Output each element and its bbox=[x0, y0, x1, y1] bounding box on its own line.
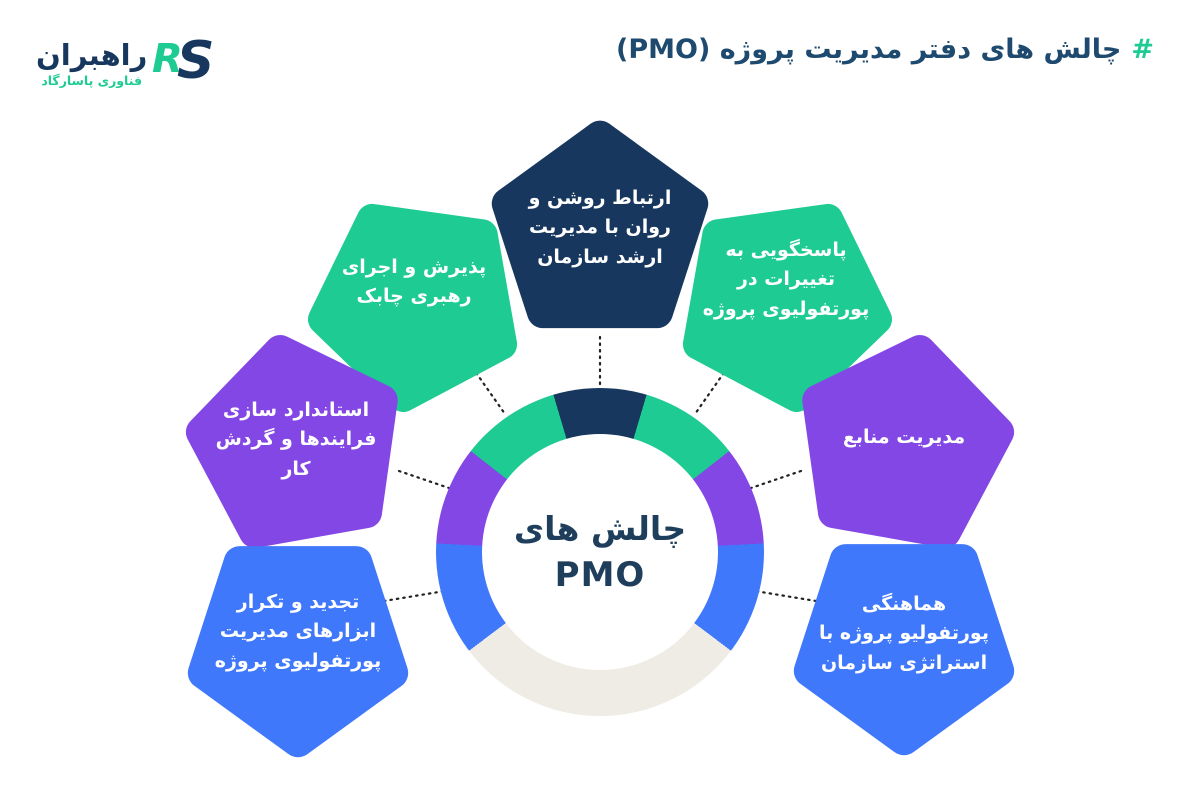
hash-icon: # bbox=[1131, 34, 1154, 65]
pentagon-resource-management: مدیریت منابع bbox=[792, 328, 1016, 552]
connector-right bbox=[749, 469, 803, 490]
page-title-text: چالش های دفتر مدیریت پروژه (PMO) bbox=[616, 34, 1122, 65]
pentagon-label-line: پاسخگویی به bbox=[725, 238, 847, 261]
pentagon-label-line: پورتفولیو پروژه با bbox=[819, 622, 989, 645]
logo-tagline: فناوری پاسارگاد bbox=[41, 73, 143, 89]
pentagon-label-line: استراتژی سازمان bbox=[820, 651, 988, 674]
pentagon-label-line: ارشد سازمان bbox=[537, 245, 663, 268]
page-title: # چالش های دفتر مدیریت پروژه (PMO) bbox=[616, 34, 1154, 65]
pentagon-shape bbox=[307, 203, 518, 412]
pentagon-label-line: تغییرات در bbox=[736, 268, 836, 291]
connector-left bbox=[397, 469, 451, 490]
donut-center: چالش های PMO bbox=[482, 434, 718, 670]
pentagon-shape bbox=[682, 203, 893, 412]
logo-letter-r: R bbox=[152, 36, 183, 82]
pentagon-label: تجدید و تکرار ابزارهای مدیریت پورتفولیوی… bbox=[183, 517, 413, 747]
pentagon-portfolio-strategy-alignment: هماهنگی پورتفولیو پروژه با استراتژی سازم… bbox=[789, 531, 1019, 761]
pentagon-label-line: ابزارهای مدیریت bbox=[219, 620, 377, 643]
pentagon-process-standardization: استاندارد سازی فرایندها و گردش کار bbox=[184, 328, 408, 552]
pentagon-label-line: فرایندها و گردش bbox=[215, 428, 377, 451]
pentagon-label-line: مدیریت منابع bbox=[842, 426, 966, 449]
pentagon-label: استاندارد سازی فرایندها و گردش کار bbox=[184, 328, 408, 552]
pentagon-agile-leadership: پذیرش و اجرای رهبری چابک bbox=[304, 188, 524, 412]
donut-center-title: چالش های bbox=[513, 509, 687, 548]
pentagon-label-line: پورتفولیوی پروژه bbox=[702, 297, 870, 320]
donut-ring: چالش های PMO bbox=[436, 388, 764, 716]
pentagon-shape bbox=[185, 334, 398, 548]
logo-letter-s: S bbox=[177, 31, 214, 91]
pentagon-label-line: هماهنگی bbox=[861, 592, 947, 615]
donut-center-subtitle: PMO bbox=[554, 555, 646, 595]
pentagon-label: مدیریت منابع bbox=[792, 326, 1016, 550]
pentagon-label: هماهنگی پورتفولیو پروژه با استراتژی سازم… bbox=[789, 519, 1019, 749]
logo: راهبران فناوری پاسارگاد R S bbox=[36, 28, 217, 94]
pentagon-label: ارتباط روشن و روان با مدیریت ارشد سازمان bbox=[487, 115, 713, 341]
pentagon-portfolio-change-response: پاسخگویی به تغییرات در پورتفولیوی پروژه bbox=[676, 188, 896, 412]
connector-lower-left bbox=[382, 589, 447, 603]
pentagon-senior-management-communication: ارتباط روشن و روان با مدیریت ارشد سازمان bbox=[487, 115, 713, 341]
pentagon-shape bbox=[187, 546, 409, 758]
pentagon-label-line: پذیرش و اجرای bbox=[341, 255, 487, 278]
logo-rs-mark-icon: R S bbox=[152, 31, 214, 91]
connector-upper-left bbox=[463, 355, 507, 416]
connector-lower-right bbox=[753, 589, 818, 603]
pentagon-label-line: ارتباط روشن و bbox=[528, 186, 672, 209]
pentagon-label-line: رهبری چابک bbox=[356, 285, 472, 307]
pentagon-label-line: پورتفولیوی پروژه bbox=[214, 649, 382, 672]
pentagon-ppm-tools-renewal: تجدید و تکرار ابزارهای مدیریت پورتفولیوی… bbox=[183, 533, 413, 763]
pentagon-label-line: روان با مدیریت bbox=[529, 216, 671, 239]
pentagon-label-line: تجدید و تکرار bbox=[236, 590, 360, 613]
logo-brand-name: راهبران bbox=[36, 38, 148, 72]
connector-upper-right bbox=[693, 355, 737, 416]
pentagon-shape bbox=[793, 544, 1015, 756]
pentagon-label-line: کار bbox=[281, 457, 311, 480]
pentagon-shape bbox=[491, 120, 709, 329]
logo-text: راهبران فناوری پاسارگاد bbox=[36, 28, 148, 89]
pentagon-shape bbox=[802, 334, 1015, 548]
pentagon-label: پاسخگویی به تغییرات در پورتفولیوی پروژه bbox=[676, 170, 896, 390]
pentagon-label-line: استاندارد سازی bbox=[222, 398, 370, 421]
pentagon-label: پذیرش و اجرای رهبری چابک bbox=[304, 172, 524, 392]
